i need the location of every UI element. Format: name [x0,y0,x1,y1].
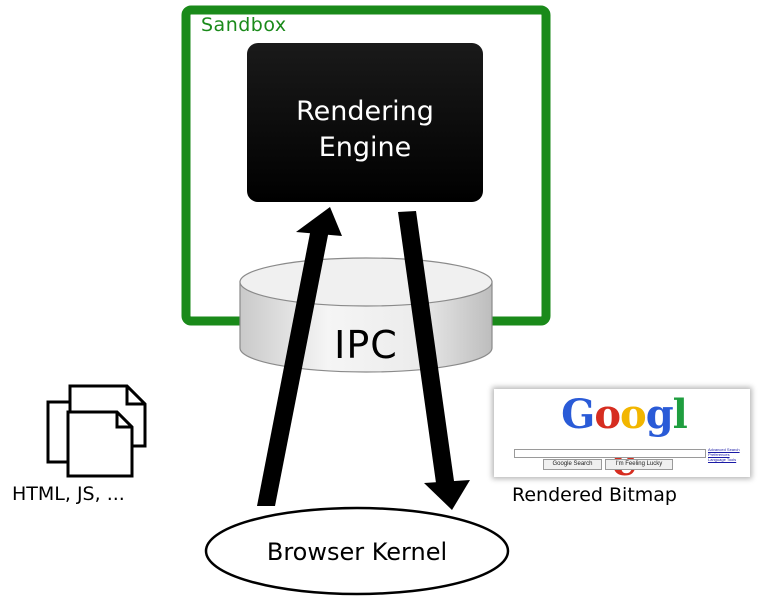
google-search-button: Google Search [543,459,602,470]
google-link: Advanced Search [708,447,740,452]
rendered-bitmap-label: Rendered Bitmap [512,484,677,506]
google-link: Preferences [708,452,730,457]
google-search-input [514,449,706,458]
rendering-engine-line1: Rendering [296,96,434,127]
sandbox-label: Sandbox [201,14,287,36]
logo-letter: o [594,391,621,438]
rendered-bitmap-thumbnail: Google Google Search I'm Feeling Lucky A… [494,389,750,485]
logo-letter: o [620,391,647,438]
files-label: HTML, JS, ... [12,483,125,505]
rendering-engine-line2: Engine [318,132,412,163]
google-logo: Google [554,391,694,485]
google-side-links: Advanced Search Preferences Language Too… [708,447,748,462]
google-link: Language Tools [708,457,737,462]
documents-icon [46,384,147,478]
arrow-engine-to-kernel [398,211,470,510]
browser-kernel-label: Browser Kernel [266,538,448,566]
arrow-kernel-to-engine [257,207,342,506]
logo-letter: G [561,391,595,438]
logo-letter: g [645,391,674,438]
logo-letter: l [672,391,688,438]
browser-kernel-ellipse [204,506,510,596]
feeling-lucky-button: I'm Feeling Lucky [605,459,673,470]
rendering-engine-label: Rendering Engine [247,94,483,166]
ipc-label: IPC [334,323,398,367]
rendering-engine-box [247,43,483,202]
